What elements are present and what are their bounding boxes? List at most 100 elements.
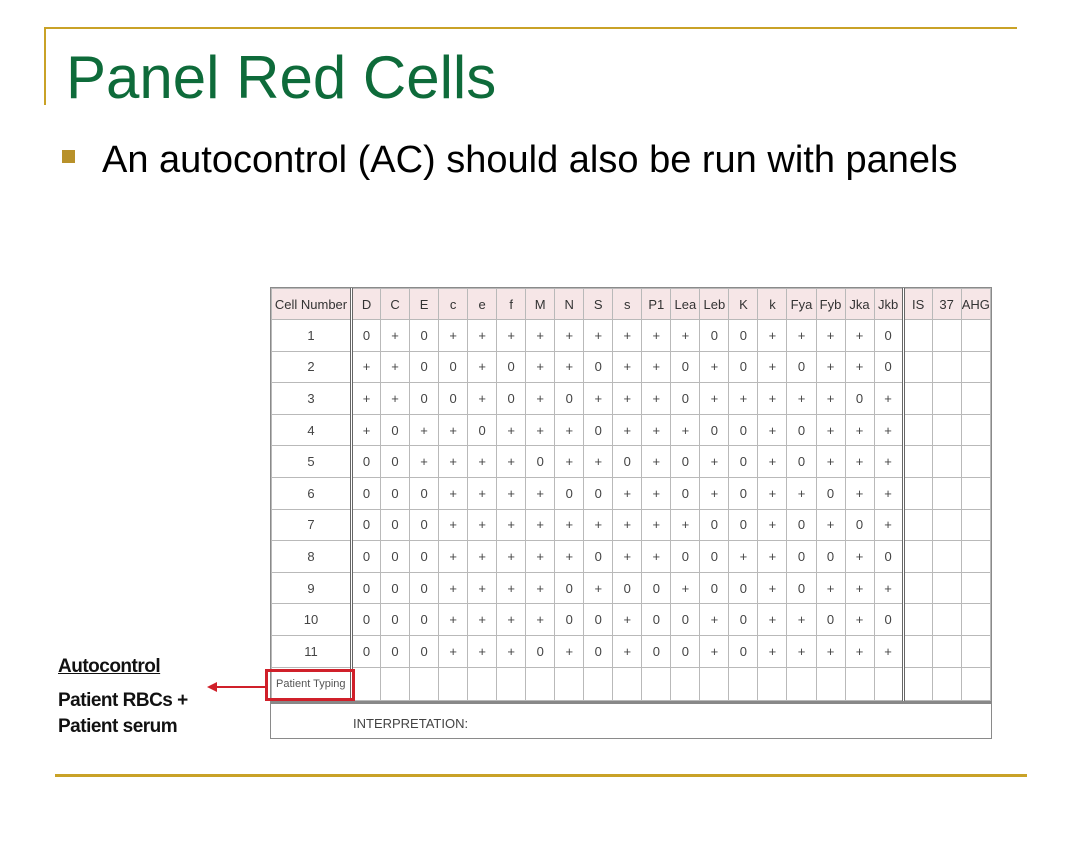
typing-cell[interactable] <box>901 666 933 701</box>
reaction-cell[interactable] <box>901 476 933 510</box>
reaction-cell[interactable] <box>960 413 992 447</box>
reaction-cell[interactable] <box>931 508 962 542</box>
autocontrol-desc-line2: Patient serum <box>58 716 178 737</box>
typing-cell[interactable] <box>409 666 440 701</box>
reaction-cell[interactable] <box>901 508 933 542</box>
antigen-result: 0 <box>728 445 759 478</box>
typing-cell[interactable] <box>757 666 788 701</box>
antigen-result: + <box>873 445 904 478</box>
reaction-cell[interactable] <box>931 445 962 478</box>
patient-typing-label: Patient Typing <box>271 666 353 701</box>
antigen-result: + <box>612 350 643 384</box>
antigen-result: + <box>409 413 440 447</box>
antigen-result: 0 <box>350 603 382 636</box>
cell-number: 8 <box>271 540 353 573</box>
antigen-result: + <box>554 413 585 447</box>
antigen-result: 0 <box>873 350 904 384</box>
typing-cell[interactable] <box>728 666 759 701</box>
reaction-cell[interactable] <box>931 603 962 636</box>
antigen-result: + <box>815 571 846 605</box>
typing-cell[interactable] <box>786 666 817 701</box>
antigen-result: + <box>496 413 527 447</box>
reaction-cell[interactable] <box>931 571 962 605</box>
reaction-cell[interactable] <box>901 571 933 605</box>
typing-cell[interactable] <box>844 666 875 701</box>
antigen-result: 0 <box>786 413 817 447</box>
antigen-result: + <box>670 508 701 542</box>
reaction-cell[interactable] <box>901 350 933 384</box>
reaction-cell[interactable] <box>931 476 962 510</box>
antigen-result: 0 <box>612 571 643 605</box>
header-antigen: 37 <box>931 288 962 320</box>
antigen-result: 0 <box>699 319 730 352</box>
reaction-cell[interactable] <box>931 382 962 415</box>
typing-cell[interactable] <box>873 666 904 701</box>
antigen-result: + <box>641 413 672 447</box>
typing-cell[interactable] <box>670 666 701 701</box>
reaction-cell[interactable] <box>960 319 992 352</box>
reaction-cell[interactable] <box>931 540 962 573</box>
typing-cell[interactable] <box>960 666 992 701</box>
header-antigen: D <box>350 288 382 320</box>
reaction-cell[interactable] <box>901 634 933 668</box>
antigen-result: 0 <box>409 634 440 668</box>
antigen-result: 0 <box>467 413 498 447</box>
antigen-result: 0 <box>612 445 643 478</box>
antigen-result: 0 <box>409 508 440 542</box>
antigen-result: 0 <box>525 634 556 668</box>
reaction-cell[interactable] <box>901 413 933 447</box>
antigen-result: 0 <box>380 508 411 542</box>
reaction-cell[interactable] <box>931 634 962 668</box>
reaction-cell[interactable] <box>901 319 933 352</box>
antigen-result: 0 <box>496 382 527 415</box>
reaction-cell[interactable] <box>960 382 992 415</box>
reaction-cell[interactable] <box>901 540 933 573</box>
typing-cell[interactable] <box>438 666 469 701</box>
reaction-cell[interactable] <box>960 476 992 510</box>
typing-cell[interactable] <box>641 666 672 701</box>
reaction-cell[interactable] <box>960 445 992 478</box>
typing-cell[interactable] <box>583 666 614 701</box>
reaction-cell[interactable] <box>901 603 933 636</box>
typing-cell[interactable] <box>554 666 585 701</box>
cell-number: 3 <box>271 382 353 415</box>
reaction-cell[interactable] <box>901 445 933 478</box>
reaction-cell[interactable] <box>960 603 992 636</box>
antigen-result: 0 <box>409 603 440 636</box>
antigen-result: + <box>786 603 817 636</box>
typing-cell[interactable] <box>350 666 382 701</box>
typing-cell[interactable] <box>496 666 527 701</box>
antigen-result: + <box>525 350 556 384</box>
antigen-result: + <box>525 476 556 510</box>
typing-cell[interactable] <box>612 666 643 701</box>
typing-cell[interactable] <box>380 666 411 701</box>
typing-cell[interactable] <box>525 666 556 701</box>
reaction-cell[interactable] <box>931 350 962 384</box>
reaction-cell[interactable] <box>960 634 992 668</box>
cell-number: 10 <box>271 603 353 636</box>
antigen-result: 0 <box>496 350 527 384</box>
antigen-result: 0 <box>728 603 759 636</box>
antigen-result: + <box>380 350 411 384</box>
reaction-cell[interactable] <box>931 319 962 352</box>
header-antigen: Fya <box>786 288 817 320</box>
typing-cell[interactable] <box>467 666 498 701</box>
typing-cell[interactable] <box>931 666 962 701</box>
reaction-cell[interactable] <box>960 508 992 542</box>
reaction-cell[interactable] <box>960 350 992 384</box>
antigen-result: 0 <box>409 540 440 573</box>
reaction-cell[interactable] <box>960 571 992 605</box>
typing-cell[interactable] <box>699 666 730 701</box>
antigen-result: + <box>670 571 701 605</box>
typing-cell[interactable] <box>815 666 846 701</box>
reaction-cell[interactable] <box>960 540 992 573</box>
reaction-cell[interactable] <box>931 413 962 447</box>
reaction-cell[interactable] <box>901 382 933 415</box>
antigen-result: + <box>815 445 846 478</box>
